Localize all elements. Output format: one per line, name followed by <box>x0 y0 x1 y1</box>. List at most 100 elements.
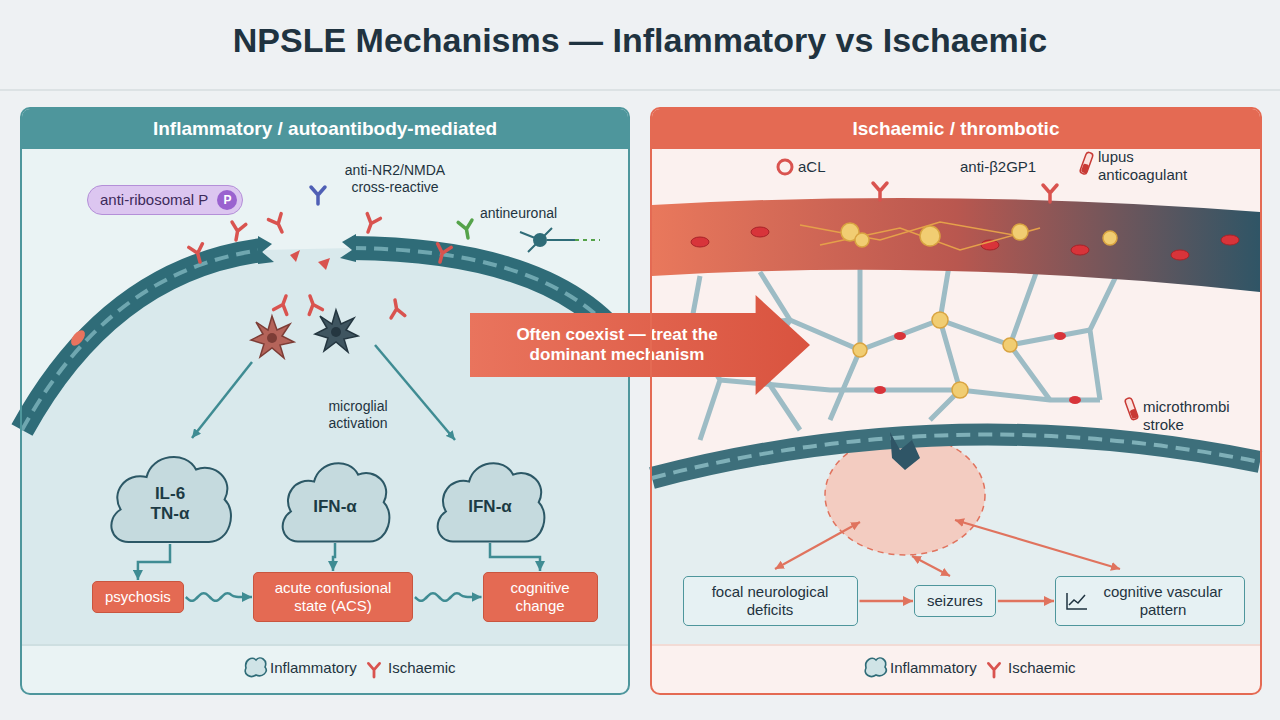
box-label: seizures <box>927 592 983 610</box>
legend-icon <box>245 658 379 677</box>
cytokine-label: IFN-α <box>313 497 357 517</box>
lesion-arrow <box>775 522 860 569</box>
cytokine-label: IFN-α <box>468 497 512 517</box>
mechanism-panel: Inflammatory / autoantibody-mediated anti… <box>20 107 630 695</box>
vessel-wall <box>340 234 356 262</box>
callout-label: aCL <box>798 158 826 176</box>
lower-vessel-wall <box>652 435 1260 478</box>
blood-vessel <box>855 233 869 247</box>
chart-icon <box>1069 595 1085 605</box>
vessel-wall <box>22 250 262 430</box>
pill-label: anti-ribosomal P <box>100 191 208 209</box>
antibody-icon <box>268 214 288 235</box>
flow-connector <box>186 593 252 601</box>
antibody-icon <box>303 294 322 315</box>
flow-connector <box>415 593 482 601</box>
cytokine-label: TN-α <box>151 504 190 524</box>
microglia <box>251 316 294 358</box>
legend-icon <box>245 658 266 676</box>
flow-connector <box>860 600 914 603</box>
vessel-wall <box>318 258 330 270</box>
legend-label: Ischaemic <box>388 659 456 677</box>
blood-vessel <box>751 227 769 237</box>
flow-connector <box>333 543 335 571</box>
blood-vessel <box>1071 245 1089 255</box>
callout-label: lupus anticoagulant <box>1098 148 1208 184</box>
box-label: psychosis <box>105 588 171 606</box>
capillary-network <box>1003 338 1017 352</box>
capillary-network <box>932 312 948 328</box>
antiphospholipid-icon <box>1079 152 1093 175</box>
antibody-icon <box>189 187 475 318</box>
lesion-arrow <box>775 520 1120 576</box>
antibody-icon <box>274 294 293 315</box>
legend-label: Ischaemic <box>1008 659 1076 677</box>
microglia <box>331 327 341 337</box>
left-panel-ground <box>22 248 628 644</box>
flow-connector <box>998 600 1054 603</box>
antibody-icon <box>361 214 380 235</box>
capillary-network <box>1054 332 1066 340</box>
blood-vessel <box>652 198 1260 292</box>
legend-icon <box>865 658 886 676</box>
cytokine-cloud: IFN-α <box>432 454 548 546</box>
neuron-icon <box>520 228 575 252</box>
activation-arrow <box>192 362 252 438</box>
flow-connector <box>138 544 170 580</box>
capillary-network <box>830 265 860 420</box>
microglia <box>315 310 358 352</box>
chart-icon <box>1066 592 1088 610</box>
antiphospholipid-icon <box>778 160 792 174</box>
flow-connector <box>490 543 540 571</box>
blood-vessel <box>1103 231 1117 245</box>
antibody-icon <box>433 244 451 264</box>
activation-arrow <box>192 345 455 440</box>
right-panel-ground <box>650 107 1262 695</box>
blood-vessel <box>652 198 1260 292</box>
capillary-network <box>1069 396 1081 404</box>
panel-header: Ischaemic / thrombotic <box>652 109 1260 149</box>
panel-header: Inflammatory / autoantibody-mediated <box>22 109 628 149</box>
antibody-icon <box>458 220 475 239</box>
capillary-network <box>894 332 906 340</box>
callout-label: microglial activation <box>310 398 406 432</box>
blood-vessel <box>1171 250 1189 260</box>
lower-vessel-wall <box>652 435 1260 478</box>
antibody-icon <box>189 244 207 264</box>
legend-label: Inflammatory <box>890 659 977 677</box>
box-label: cognitive vascular pattern <box>1094 583 1232 619</box>
microglia <box>267 333 277 343</box>
panel-heading: Inflammatory / autoantibody-mediated <box>153 118 497 140</box>
neuron-icon <box>520 228 600 252</box>
capillary-network <box>874 386 886 394</box>
right-panel-ground <box>652 644 1260 646</box>
callout-label: anti-NR2/NMDA cross-reactive <box>330 162 460 196</box>
capillary-network <box>1090 268 1120 400</box>
vessel-wall <box>22 250 262 430</box>
callout-arrow: Often coexist — treat the dominant mecha… <box>470 295 810 395</box>
manifestation-box: acute confusional state (ACS) <box>253 572 413 622</box>
legend-icon <box>988 663 999 677</box>
manifestation-box: cognitive vascular pattern <box>1055 576 1245 626</box>
lower-vessel-wall <box>652 432 1260 555</box>
cytokine-label: IL-6 <box>155 484 185 504</box>
cytokine-cloud: IFN-α <box>277 454 393 546</box>
microglia <box>251 310 358 358</box>
capillary-network <box>720 380 1100 400</box>
chart-icon <box>1067 593 1087 609</box>
antiphospholipid-icon <box>1129 409 1138 420</box>
vessel-wall <box>258 236 274 264</box>
box-label: acute confusional state (ACS) <box>266 579 400 615</box>
vessel-wall <box>290 250 300 262</box>
left-panel-ground <box>20 107 630 695</box>
lesion-arrow <box>955 520 1120 569</box>
manifestation-box: psychosis <box>92 581 184 613</box>
capillary-network <box>952 382 968 398</box>
diagram-title: NPSLE Mechanisms — Inflammatory vs Ischa… <box>0 20 1280 61</box>
manifestation-box: seizures <box>914 585 996 617</box>
callout-label: anti-β2GP1 <box>960 158 1036 176</box>
left-panel-ground <box>22 644 628 646</box>
manifestation-box: cognitive change <box>483 572 598 622</box>
neuron-icon <box>575 239 600 241</box>
